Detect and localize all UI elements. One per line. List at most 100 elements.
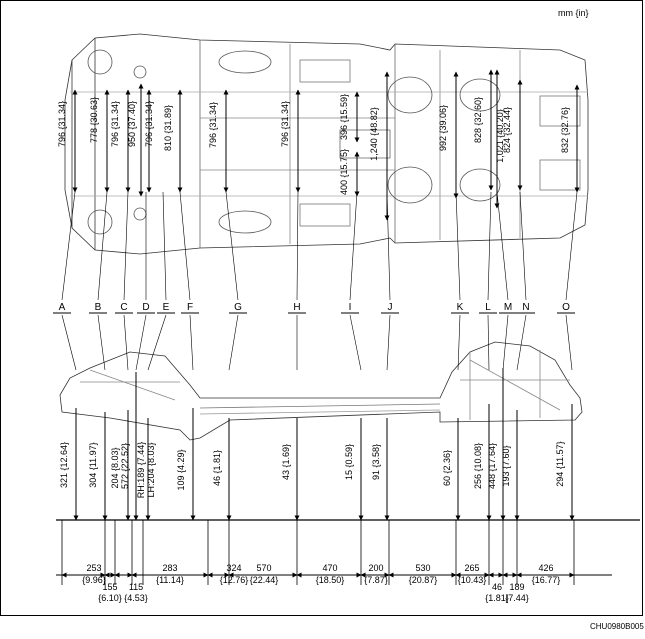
guide-side-g [228,314,239,371]
figure-code: CHU0980B005 [590,622,644,631]
width-dim-label-n: 824 {32.44} [502,107,512,153]
diagram-frame [0,0,643,616]
guide-side-n [516,314,527,371]
underbody-top-view [64,33,589,255]
guide-top-a [61,191,76,301]
spacing-dim-in-3: {4.53} [124,593,148,603]
guide-top-c [123,191,129,301]
dimension-lines [53,69,640,585]
height-dim-label-o: 294 {11.57} [555,441,565,486]
height-dim-label-c: 204 {8.03} [110,447,120,488]
height-dim-label-a: 321 {12.64} [59,442,69,488]
height-dim-label-m: 448 {17.64} [487,443,497,489]
width-dim-label-k: 992 {39.06} [438,105,448,151]
spacing-dim-mm-1: 253 [86,563,101,573]
spacing-dim-mm-10: 265 [464,563,479,573]
height-dim-label-b: 304 {11.97} [88,442,98,487]
height-dim-label-g: 46 {1.81} [212,450,222,486]
point-label-k: K [457,302,464,313]
spacing-dim-mm-11: 46 [492,582,502,592]
spacing-dim-in-1: {9.96} [82,575,106,585]
spacing-dim-mm-6: 570 [256,563,271,573]
spacing-dim-mm-7: 470 [322,563,337,573]
width-dim-label-b: 778 {30.63} [89,97,99,143]
spacing-dim-mm-2: 155 [102,582,117,592]
width-dim-label-f: 810 {31.89} [163,105,173,151]
spacing-dim-mm-8: 200 [368,563,383,573]
point-label-o: O [562,302,570,313]
point-label-j: J [388,302,393,313]
width-dim-label-e: 796 {31.34} [144,101,154,147]
height-dim-label-e2: LH:204 {8.03} [146,442,156,497]
spacing-dim-in-4: {11.14} [156,575,184,585]
guide-side-a [61,314,77,371]
width-dim-label-a: 796 {31.34} [57,101,67,147]
spacing-dim-mm-3: 115 [129,582,143,592]
guide-side-j [386,314,391,371]
point-label-d: D [142,302,149,313]
spacing-dim-in-13: {16.77} [532,575,561,585]
guide-side-d [135,314,147,371]
height-dim-label-j: 91 {3.58} [371,444,381,480]
guide-top-k [455,191,461,301]
spacing-dim-in-6: {22.44} [250,575,279,585]
width-dim-label-l: 828 {32.60} [473,97,483,143]
guide-top-b [97,191,108,301]
spacing-dim-mm-13: 426 [538,563,553,573]
guide-top-g [225,191,239,301]
height-dim-label-e1: RH:189 {7.44} [136,442,146,499]
point-label-f: F [187,302,193,313]
width-dim-label-i2: 400 {15.75} [339,149,349,195]
point-label-c: C [120,302,127,313]
point-label-g: G [234,302,242,313]
spacing-dim-mm-9: 530 [415,563,430,573]
spacing-dim-in-5: {12.76} [220,575,249,585]
spacing-dim-mm-4: 283 [162,563,177,573]
height-dim-label-f: 109 {4.29} [176,449,186,490]
width-dim-label-d: 950 {37.40} [127,101,137,147]
spacing-dim-in-11: {1.81} [485,593,509,603]
guide-side-b [97,314,106,371]
guide-top-f [179,191,191,301]
point-label-h: H [293,302,300,313]
guide-top-m [496,191,509,301]
point-label-l: L [485,302,491,313]
width-dim-label-j: 1,240 {48.82} [369,107,379,161]
guide-side-c [123,314,129,371]
height-dim-label-d: 572 {22.52} [120,443,130,489]
width-dim-label-c: 796 {31.34} [110,101,120,147]
height-dim-label-i: 15 {0.59} [344,444,354,480]
point-label-a: A [59,302,66,313]
guide-side-i [349,314,362,371]
width-dim-label-i1: 396 {15.59} [339,94,349,140]
spacing-dim-in-10: {10.43} [458,575,487,585]
guide-side-f [189,314,194,371]
unit-note: mm {in} [558,8,589,18]
height-dim-label-l: 256 {10.08} [473,443,483,489]
guide-side-l [487,314,490,371]
spacing-dim-mm-5: 324 [226,563,241,573]
spacing-dim-in-7: {18.50} [316,575,345,585]
spacing-dim-in-8: {7.87} [364,575,388,585]
guide-side-k [457,314,461,371]
width-dim-label-m: 1,021 {40.20} [495,109,505,163]
spacing-dim-mm-12: 189 [509,582,524,592]
underbody-side-view [59,341,583,441]
guide-top-i [349,191,358,301]
guide-side-m [502,314,509,371]
point-label-b: B [95,302,102,313]
point-label-n: N [522,302,529,313]
guide-side-e [147,314,167,371]
guide-top-l [487,191,492,301]
width-dim-label-o: 832 {32.76} [560,107,570,153]
guide-top-e [162,191,167,301]
height-dim-label-n: 193 {7.60} [501,445,511,486]
height-dim-label-k: 60 {2.36} [442,450,452,486]
point-label-e: E [163,302,170,313]
point-label-m: M [504,302,512,313]
guide-side-o [565,314,573,371]
guide-top-n [519,191,527,301]
